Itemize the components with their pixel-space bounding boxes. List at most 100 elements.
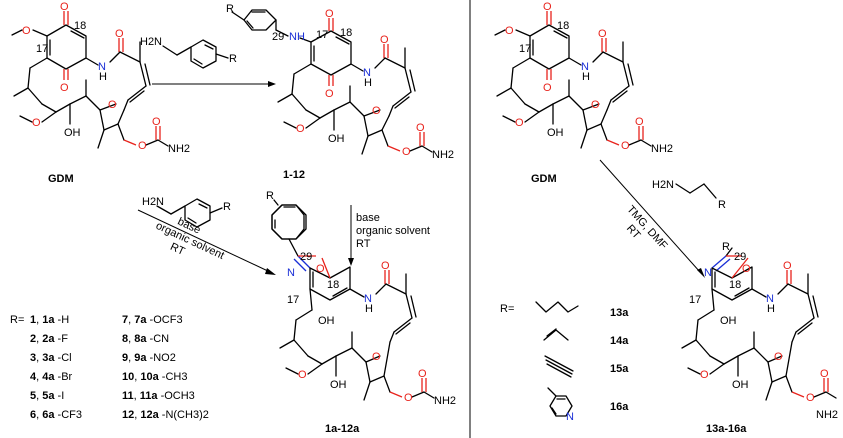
o-atom: O: [402, 146, 411, 158]
condition-solvent: organic solvent: [356, 225, 430, 237]
r-group-propyl-icon: [535, 301, 579, 313]
r-group-entry: 2, 2a -F: [30, 333, 68, 345]
r-label-left: R=: [10, 314, 24, 326]
structure-1a-12a: [271, 199, 435, 401]
nh2-group: NH2: [432, 149, 454, 161]
r-group-entry: 4, 4a -Br: [30, 371, 73, 383]
h-atom: H: [364, 77, 372, 89]
oh-group: OH: [64, 127, 81, 139]
r-group-entry: 7, 7a -OCF3: [122, 314, 183, 326]
r-group-entry: 5, 5a -I: [30, 390, 64, 402]
h2n-group: H2N: [140, 36, 162, 48]
compound-label-1a-12a: 1a-12a: [325, 423, 360, 435]
r-group: R: [266, 190, 274, 202]
atom-number: 18: [340, 27, 352, 39]
r-group: R: [229, 53, 237, 65]
n-atom: N: [766, 293, 774, 305]
o-atom: O: [325, 8, 334, 20]
compound-label-13a-16a: 13a-16a: [706, 423, 747, 435]
structure-1-12: [231, 9, 433, 155]
atom-number: 18: [557, 20, 569, 32]
n-atom: N: [287, 267, 295, 279]
o-atom: O: [60, 1, 69, 13]
r-group-entry: 10, 10a -CH3: [122, 371, 187, 383]
conditions-right: TMG, DMF RT: [624, 203, 670, 252]
arrowhead: [348, 258, 354, 266]
svg-text:RT: RT: [168, 241, 186, 258]
r-group-entry: 6, 6a -CF3: [30, 409, 82, 421]
gdm-structure-left: [11, 11, 169, 149]
o-atom: O: [60, 82, 69, 94]
arrowhead: [265, 268, 276, 275]
nh2-group: NH2: [651, 143, 673, 155]
o-atom: O: [505, 25, 514, 37]
n-atom: N: [704, 267, 712, 279]
o-atom: O: [115, 28, 124, 40]
o-atom: O: [742, 263, 751, 275]
compound-label-1-12: 1-12: [283, 169, 305, 181]
nh2-group: NH2: [816, 409, 838, 421]
r-group: R: [722, 241, 730, 253]
atom-number: 17: [316, 29, 328, 41]
o-atom: O: [774, 351, 783, 363]
o-atom: O: [416, 122, 425, 134]
r-label-right: R=: [500, 303, 514, 315]
r-group-compound-number: 13a: [610, 307, 629, 319]
o-atom: O: [700, 369, 709, 381]
r-group-entry: 1, 1a -H: [30, 314, 69, 326]
conditions-diagonal: base organic solvent RT: [154, 216, 226, 262]
oh-group: OH: [547, 127, 564, 139]
r-group-vinyl-icon: [543, 328, 569, 341]
r-group-compound-number: 15a: [610, 363, 629, 375]
r-group-compound-number: 16a: [610, 401, 629, 413]
h-atom: H: [365, 303, 373, 315]
r-group-ethynyl-icon: [544, 355, 574, 378]
o-atom: O: [296, 123, 305, 135]
o-atom: O: [635, 116, 644, 128]
arrowhead: [268, 81, 276, 87]
r-group-compound-number: 14a: [610, 335, 629, 347]
oh-group: OH: [330, 379, 347, 391]
atom-number: 18: [74, 20, 86, 32]
o-atom: O: [543, 82, 552, 94]
r-group-entry: 11, 11a -OCH3: [122, 390, 195, 402]
o-atom: O: [515, 117, 524, 129]
h-atom: H: [582, 71, 590, 83]
atom-number: 17: [689, 294, 701, 306]
r-group-list-right: 13a 14a 15a 16a: [610, 307, 629, 413]
o-atom: O: [298, 369, 307, 381]
condition-base: base: [356, 212, 380, 224]
n-atom: N: [98, 61, 106, 73]
h-atom: H: [99, 71, 107, 83]
o-atom: O: [325, 88, 334, 100]
r-group: R: [226, 3, 234, 15]
r-group-list: 1, 1a -H2, 2a -F3, 3a -Cl4, 4a -Br5, 5a …: [30, 314, 209, 421]
o-atom: O: [22, 25, 31, 37]
arrowhead: [697, 268, 705, 278]
atom-number: 18: [327, 279, 339, 291]
atom-number: 17: [519, 43, 531, 55]
oh-group: OH: [328, 133, 345, 145]
o-atom: O: [591, 99, 600, 111]
r-group-entry: 9, 9a -NO2: [122, 352, 176, 364]
benzylamine-reagent-mid: [156, 198, 223, 228]
nh2-group: NH2: [434, 395, 456, 407]
o-atom: O: [404, 392, 413, 404]
n-atom: N: [581, 61, 589, 73]
o-atom: O: [316, 263, 325, 275]
oh-group: OH: [318, 315, 335, 327]
reaction-arrow-diagonal: [137, 209, 271, 273]
h2n-group: H2N: [142, 196, 164, 208]
o-atom: O: [380, 34, 389, 46]
compound-label-gdm-left: GDM: [48, 173, 74, 185]
o-atom: O: [621, 140, 630, 152]
r-group: R: [718, 199, 726, 211]
o-atom: O: [138, 140, 147, 152]
atom-number: 29: [272, 31, 284, 43]
o-atom: O: [152, 116, 161, 128]
reaction-arrow-right: [599, 159, 701, 273]
atom-number: 17: [287, 294, 299, 306]
benzylamine-reagent-top: [162, 39, 229, 69]
o-atom: O: [598, 28, 607, 40]
